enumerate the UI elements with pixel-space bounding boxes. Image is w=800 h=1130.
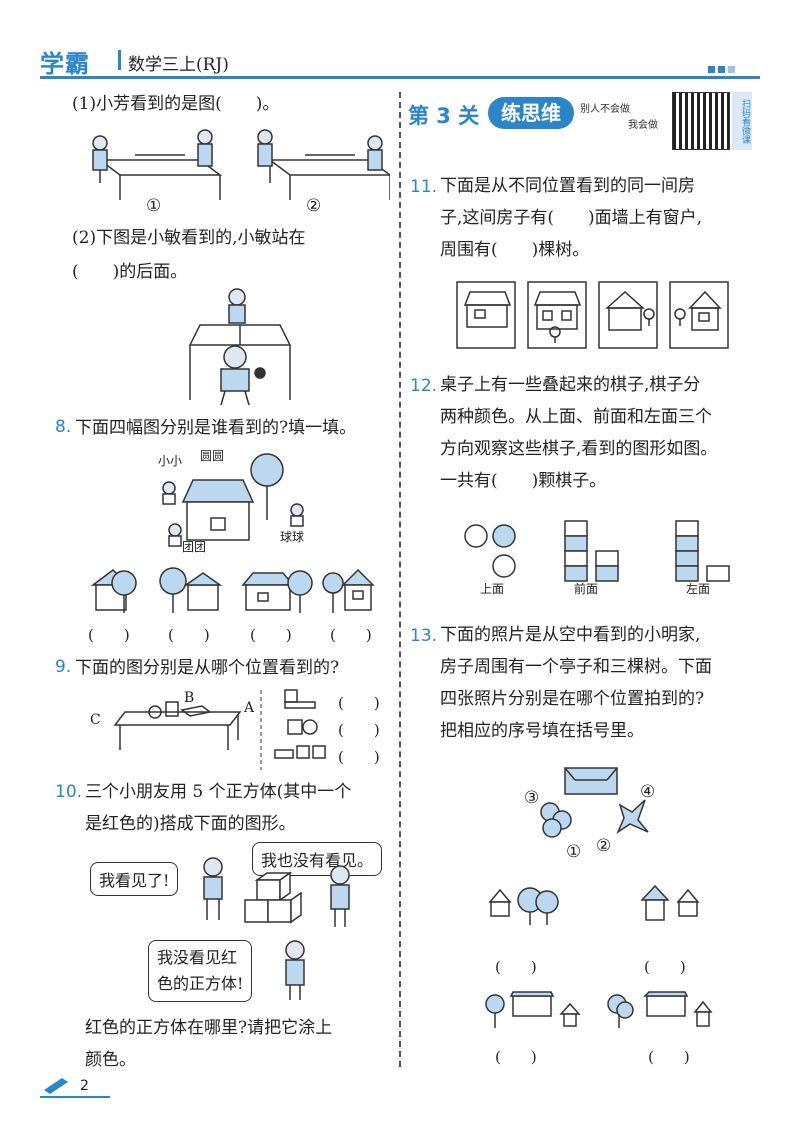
- pencil-icon: [44, 1078, 68, 1094]
- qr-code[interactable]: [672, 92, 730, 150]
- view-label-top: 上面: [480, 582, 505, 596]
- bubble-3-line1: 我没看见红: [157, 948, 238, 967]
- name-tuantuan: 团团: [182, 540, 207, 554]
- q13-line4: 把相应的序号填在括号里。: [440, 721, 644, 741]
- q10-scene: [203, 857, 350, 1000]
- figure-2-table-scene: [257, 129, 390, 200]
- q13-photos: [485, 884, 713, 1028]
- marker-2: ②: [596, 836, 612, 856]
- level-title: 第 3 关: [408, 104, 480, 128]
- q12-line2: 两种颜色。从上面、前面和左面三个: [440, 407, 712, 427]
- q12-line1: 桌子上有一些叠起来的棋子,棋子分: [440, 375, 701, 395]
- position-a: A: [244, 700, 255, 716]
- bubble-2: 我也没有看见。: [252, 842, 383, 876]
- view-4: [322, 568, 375, 613]
- q11-line2: 子,这间房子有( )面墙上有窗户,: [440, 208, 703, 228]
- q13-blank-4[interactable]: ( ): [648, 1048, 690, 1066]
- q7-part2-line1: (2)下图是小敏看到的,小敏站在: [72, 228, 306, 248]
- photo-2: [640, 884, 700, 921]
- bubble-3-line2: 色的正方体!: [157, 974, 244, 993]
- book-title: 数学三上(RJ): [128, 55, 229, 75]
- view-2: [159, 567, 223, 613]
- header-dots: [708, 58, 738, 77]
- footer-rule: [40, 1096, 110, 1098]
- marker-3: ③: [524, 788, 540, 808]
- level-note-1: 别人不会做: [580, 104, 630, 115]
- view-1: [90, 569, 137, 613]
- q11-line1: 下面是从不同位置看到的同一间房: [440, 176, 695, 196]
- marker-1: ①: [566, 842, 582, 862]
- position-b: B: [184, 690, 195, 706]
- q7-part2-line2: ( )的后面。: [72, 262, 188, 282]
- fig-label-2: ②: [306, 196, 322, 216]
- view-label-front: 前面: [574, 582, 599, 596]
- marker-4: ④: [640, 782, 656, 802]
- q9-views: [274, 689, 326, 759]
- q13-aerial-map: [540, 767, 649, 838]
- q13-blank-2[interactable]: ( ): [644, 958, 686, 976]
- q13-line1: 下面的照片是从空中看到的小明家,: [440, 625, 701, 645]
- q10-line2: 是红色的)搭成下面的图形。: [85, 814, 296, 834]
- q8-text: 下面四幅图分别是谁看到的?填一填。: [75, 418, 357, 438]
- position-c: C: [90, 712, 101, 728]
- q8-blank-2[interactable]: ( ): [168, 626, 210, 644]
- q8-number: 8.: [55, 417, 72, 437]
- q8-scene: [162, 453, 304, 547]
- q9-dashed-sep: [260, 690, 262, 770]
- q13-line3: 四张照片分别是在哪个位置拍到的?: [440, 689, 705, 709]
- q9-blank-2[interactable]: ( ): [338, 721, 380, 739]
- bubble-1: 我看见了!: [90, 862, 179, 896]
- q10-ask-line1: 红色的正方体在哪里?请把它涂上: [85, 1018, 333, 1038]
- q7-figures: [92, 129, 390, 200]
- fig-label-1: ①: [146, 196, 162, 216]
- q8-blank-1[interactable]: ( ): [88, 626, 130, 644]
- bubble-3: 我没看见红 色的正方体!: [148, 940, 253, 1002]
- name-yuanyuan: 圆圆: [200, 449, 225, 463]
- q12-number: 12.: [410, 376, 438, 396]
- qr-side-label: 扫码看微课: [732, 92, 752, 150]
- name-xiaoxiao: 小小: [158, 454, 183, 468]
- q10-number: 10.: [55, 782, 83, 802]
- view-3: [241, 570, 313, 613]
- q11-line3: 周围有( )棵树。: [440, 240, 590, 260]
- q9-blank-1[interactable]: ( ): [338, 694, 380, 712]
- column-divider: [399, 92, 401, 1067]
- page-number: 2: [80, 1078, 89, 1094]
- q9-number: 9.: [55, 657, 72, 677]
- q9-table-scene: [113, 701, 242, 750]
- name-qiuqiu: 球球: [280, 530, 305, 544]
- q8-views: [90, 567, 375, 613]
- q9-blank-3[interactable]: ( ): [338, 748, 380, 766]
- q10-ask-line2: 颜色。: [85, 1050, 136, 1070]
- q13-number: 13.: [410, 626, 438, 646]
- header-divider: [118, 50, 121, 70]
- q8-blank-3[interactable]: ( ): [250, 626, 292, 644]
- level-note-2: 我会做: [628, 120, 658, 131]
- q12-line3: 方向观察这些棋子,看到的图形如图。: [440, 439, 718, 459]
- photo-4: [607, 991, 713, 1028]
- q13-blank-1[interactable]: ( ): [495, 958, 537, 976]
- q11-house-views: [456, 281, 729, 349]
- q7-xiaomin-scene: [188, 288, 292, 406]
- brand-logo: 学霸: [40, 50, 90, 78]
- q8-blank-4[interactable]: ( ): [330, 626, 372, 644]
- q12-piece-views: [464, 520, 730, 582]
- q7-part1: (1)小芳看到的是图( )。: [72, 94, 280, 114]
- q9-text: 下面的图分别是从哪个位置看到的?: [75, 658, 340, 678]
- q11-number: 11.: [410, 177, 438, 197]
- q12-line4: 一共有( )颗棋子。: [440, 471, 607, 491]
- header-rule: [40, 76, 760, 79]
- level-pill: 练思维: [488, 97, 574, 129]
- photo-1: [488, 887, 559, 925]
- q10-line1: 三个小朋友用 5 个正方体(其中一个: [85, 782, 352, 802]
- view-label-left: 左面: [686, 582, 711, 596]
- photo-3: [485, 991, 581, 1028]
- figure-1-table-scene: [92, 129, 223, 200]
- q13-blank-3[interactable]: ( ): [495, 1048, 537, 1066]
- q13-line2: 房子周围有一个亭子和三棵树。下面: [440, 657, 712, 677]
